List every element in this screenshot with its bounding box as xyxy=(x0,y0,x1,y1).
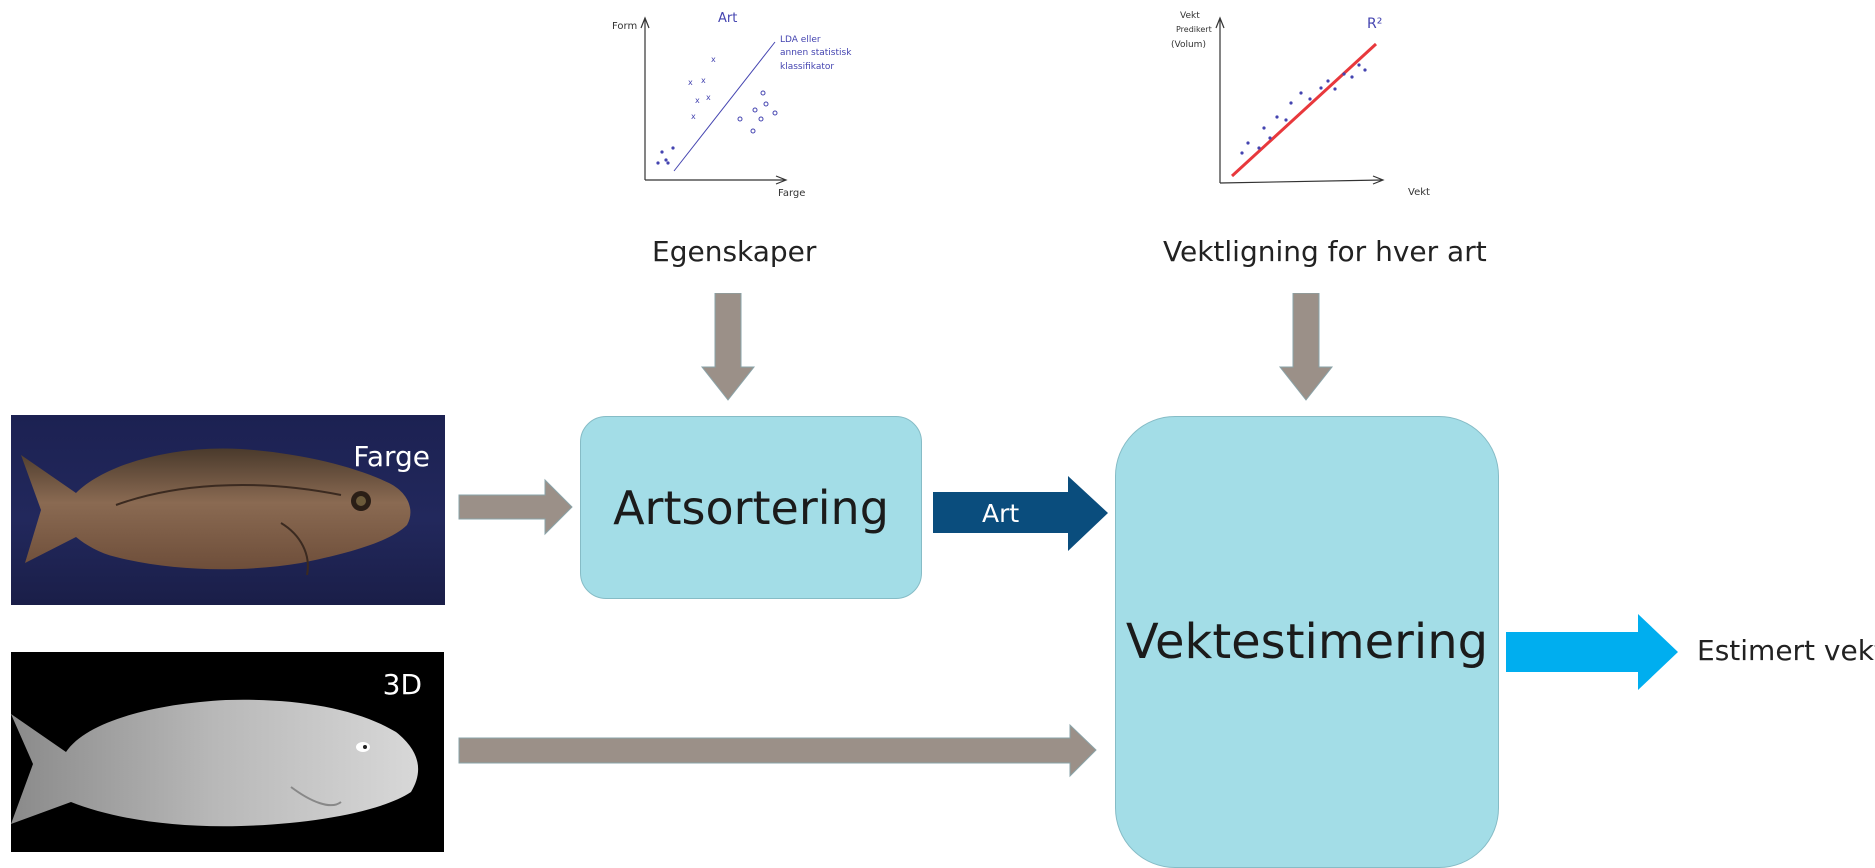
arrow-depth-to-estimation xyxy=(458,723,1097,778)
regression-sketch: Vekt Predikert (Volum) Vekt R² xyxy=(1171,11,1430,198)
decision-boundary xyxy=(673,41,776,172)
arrow-color-to-sorting xyxy=(458,478,573,536)
classification-sketch: Form Farge Art LDA eller annen statistis… xyxy=(612,11,852,199)
y-axis-label-line-3: (Volum) xyxy=(1171,40,1206,50)
y-axis-label-line-1: Vekt xyxy=(1180,11,1200,21)
fit-line xyxy=(1230,42,1378,178)
annotation-line-2: annen statistisk xyxy=(780,48,852,58)
svg-text:x: x xyxy=(711,55,716,64)
y-axis-arrowhead xyxy=(1215,16,1225,29)
x-axis xyxy=(1219,179,1383,184)
x-axis-label: Farge xyxy=(778,188,805,199)
x-axis-arrowhead xyxy=(775,175,788,185)
class-dots xyxy=(656,146,675,165)
y-axis-label-line-2: Predikert xyxy=(1176,25,1212,34)
depth-fish-shape xyxy=(11,699,419,827)
depth-fish-image: 3D xyxy=(11,652,444,852)
species-arrow: Art xyxy=(933,476,1108,551)
svg-text:x: x xyxy=(706,93,711,102)
output-arrow xyxy=(1506,614,1678,690)
svg-text:x: x xyxy=(695,96,700,105)
x-axis-label: Vekt xyxy=(1408,187,1430,198)
fit-label: R² xyxy=(1367,16,1382,32)
depth-image-label: 3D xyxy=(382,668,422,701)
svg-text:x: x xyxy=(691,112,696,121)
down-arrow-to-estimation xyxy=(1278,293,1334,401)
annotation-line-3: klassifikator xyxy=(780,62,834,72)
y-axis-label: Form xyxy=(612,21,637,32)
sketch-title: Art xyxy=(718,11,737,26)
x-axis-arrowhead xyxy=(1372,175,1385,185)
svg-text:x: x xyxy=(688,78,693,87)
class-circles xyxy=(737,90,778,134)
color-image-label: Farge xyxy=(353,440,430,473)
svg-text:x: x xyxy=(701,76,706,85)
down-arrow-to-sorting xyxy=(700,293,756,401)
annotation-line-1: LDA eller xyxy=(780,35,821,45)
species-sorting-label: Artsortering xyxy=(613,480,889,535)
features-label: Egenskaper xyxy=(652,235,817,268)
weight-equation-label: Vektligning for hver art xyxy=(1163,235,1487,268)
regression-points xyxy=(1240,63,1367,155)
species-arrow-label: Art xyxy=(982,499,1019,528)
color-fish-image: Farge xyxy=(11,415,445,605)
estimated-weight-label: Estimert vekt xyxy=(1697,634,1875,667)
color-fish-shape xyxy=(21,448,411,576)
weight-estimation-label: Vektestimering xyxy=(1125,614,1489,670)
weight-estimation-box: Vektestimering xyxy=(1115,416,1499,868)
species-sorting-box: Artsortering xyxy=(580,416,922,599)
y-axis-arrowhead xyxy=(640,16,650,29)
